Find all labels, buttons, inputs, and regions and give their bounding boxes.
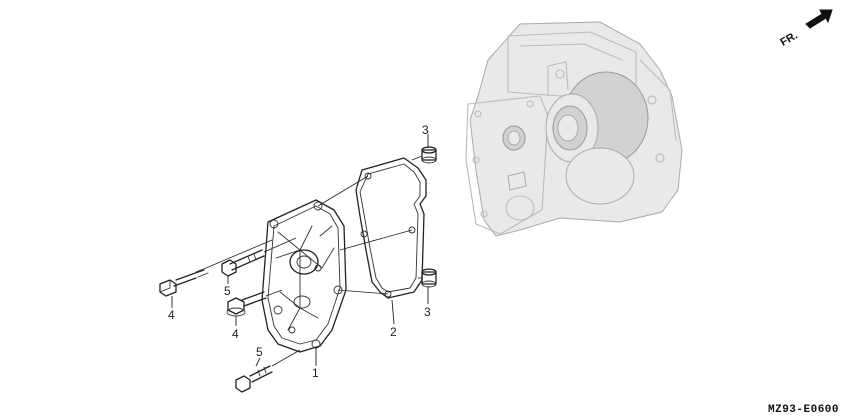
washer-bolt-bottom bbox=[235, 365, 273, 393]
dowel-pin-top bbox=[421, 146, 437, 164]
side-cover bbox=[261, 199, 347, 353]
washer-bolt-mid bbox=[221, 249, 265, 277]
callout-1: 1 bbox=[312, 366, 319, 380]
gasket bbox=[355, 157, 427, 299]
callout-5-bottom: 5 bbox=[256, 345, 263, 359]
diagram-code: MZ93-E0600 bbox=[768, 404, 839, 416]
flange-bolt-left bbox=[159, 267, 209, 297]
engine-case-ghost bbox=[465, 21, 683, 237]
callout-2: 2 bbox=[390, 325, 397, 339]
alignment-lines bbox=[205, 155, 423, 367]
arrow-right-icon bbox=[805, 9, 833, 29]
direction-label: FR. bbox=[778, 30, 799, 49]
callout-3-top: 3 bbox=[422, 123, 429, 137]
callout-leaders bbox=[171, 134, 429, 367]
callout-3-right: 3 bbox=[424, 305, 431, 319]
callout-5-mid: 5 bbox=[224, 284, 231, 298]
dowel-pin-right bbox=[421, 268, 437, 288]
flange-bolt-mid bbox=[226, 291, 267, 317]
callout-4-left: 4 bbox=[168, 308, 175, 322]
callout-4-mid: 4 bbox=[232, 327, 239, 341]
front-direction-indicator: FR. bbox=[778, 9, 833, 49]
